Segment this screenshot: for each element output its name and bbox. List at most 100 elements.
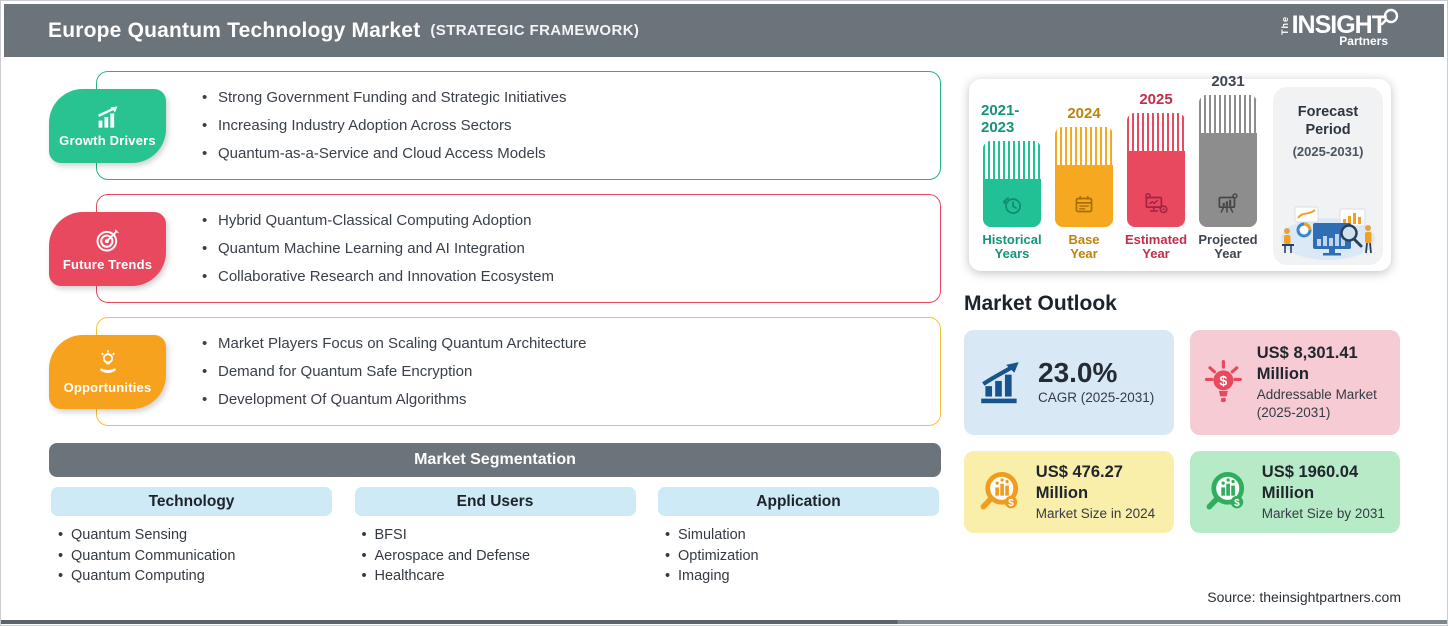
logo-insight: INSIGHT <box>1291 11 1387 39</box>
label-line: Estimated <box>1124 232 1188 247</box>
label-line: Year <box>1214 246 1242 261</box>
forecast-period-card: Forecast Period (2025-2031) <box>1273 87 1383 265</box>
list-item: Simulation <box>665 525 939 546</box>
projected-year-bar <box>1199 95 1257 227</box>
base-year-bar <box>1055 127 1113 227</box>
segmentation-columns: Technology Quantum Sensing Quantum Commu… <box>49 487 941 587</box>
presentation-chart-icon <box>1218 193 1238 213</box>
growth-drivers-box: Strong Government Funding and Strategic … <box>96 71 941 180</box>
future-trends-list: Hybrid Quantum-Classical Computing Adopt… <box>202 203 554 294</box>
forecast-range: (2025-2031) <box>1292 144 1364 159</box>
list-item: Imaging <box>665 566 939 587</box>
svg-text:$: $ <box>1234 498 1240 509</box>
year-label: 2025 <box>1139 91 1173 108</box>
market-segmentation-title: Market Segmentation <box>414 451 576 468</box>
segmentation-column-technology: Technology Quantum Sensing Quantum Commu… <box>51 487 332 587</box>
dollar-bulb-icon: $ <box>1204 359 1242 402</box>
timeline-card: 2021-2023 Historical Years <box>969 73 1391 271</box>
market-size-2024-card: $ US$ 476.27 Million Market Size in 2024 <box>964 451 1174 533</box>
label-line: Year <box>1070 246 1098 261</box>
cagr-card: 23.0% CAGR (2025-2031) <box>964 330 1174 435</box>
computer-gear-icon <box>1145 193 1168 214</box>
segmentation-column-end-users: End Users BFSI Aerospace and Defense Hea… <box>354 487 636 587</box>
svg-text:$: $ <box>1008 498 1014 509</box>
opportunities-list: Market Players Focus on Scaling Quantum … <box>202 326 587 417</box>
label-line: Projected <box>1198 232 1258 247</box>
bullet-item: Increasing Industry Adoption Across Sect… <box>202 115 567 136</box>
estimated-year-label: Estimated Year <box>1125 233 1187 263</box>
list-item: Quantum Computing <box>58 566 332 587</box>
footer-divider <box>1 620 1447 624</box>
bullet-item: Quantum-as-a-Service and Cloud Access Mo… <box>202 143 567 164</box>
year-label: 2031 <box>1211 73 1245 90</box>
future-trends-badge: Future Trends <box>49 211 166 286</box>
label-line: Historical <box>982 232 1042 247</box>
list-item: Quantum Sensing <box>58 525 332 546</box>
application-list: Simulation Optimization Imaging <box>658 525 939 587</box>
market-size-2024-desc: Market Size in 2024 <box>1035 505 1156 521</box>
right-column: 2021-2023 Historical Years <box>964 71 1401 619</box>
market-outlook-title: Market Outlook <box>964 292 1117 315</box>
segmentation-column-application: Application Simulation Optimization Imag… <box>658 487 939 587</box>
cagr-text: 23.0% CAGR (2025-2031) <box>1038 358 1154 407</box>
market-outlook-grid: 23.0% CAGR (2025-2031) $ <box>964 330 1401 533</box>
bullet-item: Quantum Machine Learning and AI Integrat… <box>202 238 554 259</box>
list-item: Optimization <box>665 546 939 567</box>
year-label: 2024 <box>1067 105 1101 122</box>
opportunities-section: Opportunities Market Players Focus on Sc… <box>49 317 941 426</box>
left-column: Growth Drivers Strong Government Funding… <box>49 71 941 587</box>
logo-the: The <box>1279 16 1290 36</box>
list-item: Healthcare <box>362 566 636 587</box>
forecast-line2: Period <box>1305 122 1351 138</box>
magnifier-chart-icon: $ <box>980 471 1019 510</box>
bullet-item: Hybrid Quantum-Classical Computing Adopt… <box>202 210 554 231</box>
growth-bars-arrow-icon <box>981 361 1019 403</box>
calendar-icon <box>1075 196 1093 213</box>
bullet-item: Development Of Quantum Algorithms <box>202 389 587 410</box>
forecast-line1: Forecast <box>1297 104 1359 120</box>
timeline-historical: 2021-2023 Historical Years <box>981 102 1043 263</box>
list-item: Aerospace and Defense <box>362 546 636 567</box>
historical-years-label: Historical Years <box>982 233 1041 263</box>
application-header: Application <box>658 487 939 516</box>
historical-bar <box>983 141 1041 227</box>
year-label: 2021-2023 <box>981 102 1020 136</box>
cagr-desc: CAGR (2025-2031) <box>1038 390 1155 405</box>
market-size-2031-value: US$ 1960.04 Million <box>1261 462 1359 502</box>
insight-partners-logo: The INSIGHT Partners <box>1279 8 1400 48</box>
timeline-bars: 2021-2023 Historical Years <box>981 73 1269 265</box>
estimated-year-bar <box>1127 113 1185 227</box>
market-size-2024-text: US$ 476.27 Million Market Size in 2024 <box>1036 462 1162 523</box>
timeline-projected: 2031 <box>1197 73 1259 263</box>
addressable-market-desc: Addressable Market (2025-2031) <box>1256 387 1377 420</box>
opportunities-box: Market Players Focus on Scaling Quantum … <box>96 317 941 426</box>
logo-row: The INSIGHT <box>1279 8 1400 39</box>
timeline-base: 2024 Base <box>1053 105 1115 263</box>
header-bar: Europe Quantum Technology Market (STRATE… <box>4 4 1444 57</box>
bullet-item: Demand for Quantum Safe Encryption <box>202 361 587 382</box>
technology-list: Quantum Sensing Quantum Communication Qu… <box>51 525 332 587</box>
list-item: BFSI <box>362 525 636 546</box>
end-users-header: End Users <box>354 487 636 516</box>
bullet-item: Market Players Focus on Scaling Quantum … <box>202 333 587 354</box>
logo-partners: Partners <box>1339 34 1388 48</box>
label-line: Year <box>1142 246 1170 261</box>
market-segmentation-bar: Market Segmentation <box>49 443 941 477</box>
market-size-2031-desc: Market Size by 2031 <box>1261 505 1385 521</box>
future-trends-label: Future Trends <box>62 256 153 272</box>
list-item: Quantum Communication <box>58 546 332 567</box>
history-clock-icon <box>1003 197 1021 214</box>
growth-drivers-label: Growth Drivers <box>59 132 156 148</box>
bullet-item: Collaborative Research and Innovation Ec… <box>202 266 554 287</box>
addressable-market-card: $ US$ 8,301.41 Million Addressable Marke… <box>1190 330 1400 435</box>
bulb-hand-icon <box>99 349 116 373</box>
base-year-label: Base Year <box>1068 233 1099 263</box>
analytics-illustration <box>1281 206 1375 260</box>
magnifier-chart-icon: $ <box>1206 471 1245 510</box>
end-users-list: BFSI Aerospace and Defense Healthcare <box>355 525 636 587</box>
source-attribution: Source: theinsightpartners.com <box>1207 589 1401 605</box>
growth-drivers-section: Growth Drivers Strong Government Funding… <box>49 71 941 180</box>
growth-drivers-badge: Growth Drivers <box>49 88 166 163</box>
growth-chart-icon <box>97 105 117 128</box>
